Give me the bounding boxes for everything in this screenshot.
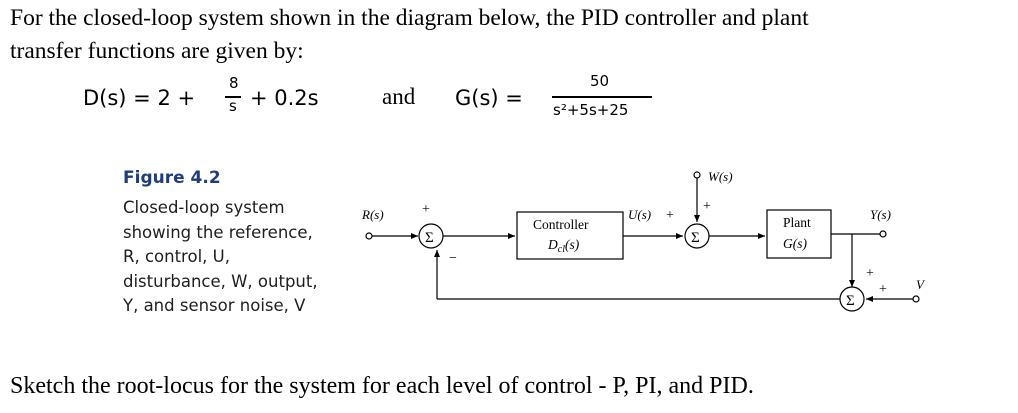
caption-line: Y, and sensor noise, V <box>123 296 306 315</box>
w-input-terminal <box>693 171 701 179</box>
d-fraction-bar <box>225 96 241 98</box>
r-label: R(s) <box>361 207 384 222</box>
w-label: W(s) <box>708 169 733 184</box>
controller-tf: Dcl(s) <box>547 237 580 255</box>
d-lhs: D(s) = 2 + <box>83 86 196 110</box>
controller-tf-arg: (s) <box>565 237 580 252</box>
controller-tf-d: D <box>547 237 558 252</box>
v-input-terminal <box>912 295 920 303</box>
figure-caption: Closed-loop system showing the reference… <box>123 196 343 319</box>
caption-line: R, control, U, <box>123 247 230 266</box>
caption-line: disturbance, W, output, <box>123 271 318 291</box>
figure-title: Figure 4.2 <box>123 168 221 188</box>
caption-line: Closed-loop system <box>123 198 285 217</box>
intro-paragraph: For the closed-loop system shown in the … <box>10 2 1010 68</box>
d-frac-denominator: s <box>229 97 237 115</box>
plus-sign: + <box>666 208 674 223</box>
intro-line-2: transfer functions are given by: <box>10 38 304 64</box>
intro-line-1: For the closed-loop system shown in the … <box>10 5 809 31</box>
y-output-terminal <box>879 230 887 238</box>
u-label: U(s) <box>628 207 651 222</box>
v-label: V <box>916 277 926 292</box>
g-fraction-bar <box>552 96 652 98</box>
plant-title: Plant <box>783 215 811 230</box>
controller-block <box>516 211 624 260</box>
controller-title: Controller <box>533 217 589 232</box>
y-label: Y(s) <box>870 207 891 222</box>
plus-sign: + <box>879 282 887 297</box>
plus-sign: + <box>703 199 711 214</box>
d-frac-numerator: 8 <box>229 74 239 92</box>
d-remainder: + 0.2s <box>250 86 319 110</box>
plus-sign: + <box>422 202 430 217</box>
minus-sign: − <box>449 251 457 266</box>
g-denominator: s²+5s+25 <box>553 101 629 119</box>
r-input-terminal <box>365 232 373 240</box>
sigma-symbol: Σ <box>691 230 700 246</box>
caption-line: showing the reference, <box>123 222 313 242</box>
g-lhs: G(s) = <box>455 86 523 110</box>
controller-tf-sub: cl <box>558 244 565 255</box>
plant-block <box>766 209 832 259</box>
plus-sign: + <box>866 266 874 281</box>
sigma-symbol: Σ <box>425 230 434 246</box>
plant-tf: G(s) <box>783 236 807 251</box>
sigma-symbol: Σ <box>846 293 855 309</box>
question-text: Sketch the root-locus for the system for… <box>10 373 754 399</box>
g-numerator: 50 <box>590 72 610 90</box>
and-word: and <box>382 84 416 109</box>
